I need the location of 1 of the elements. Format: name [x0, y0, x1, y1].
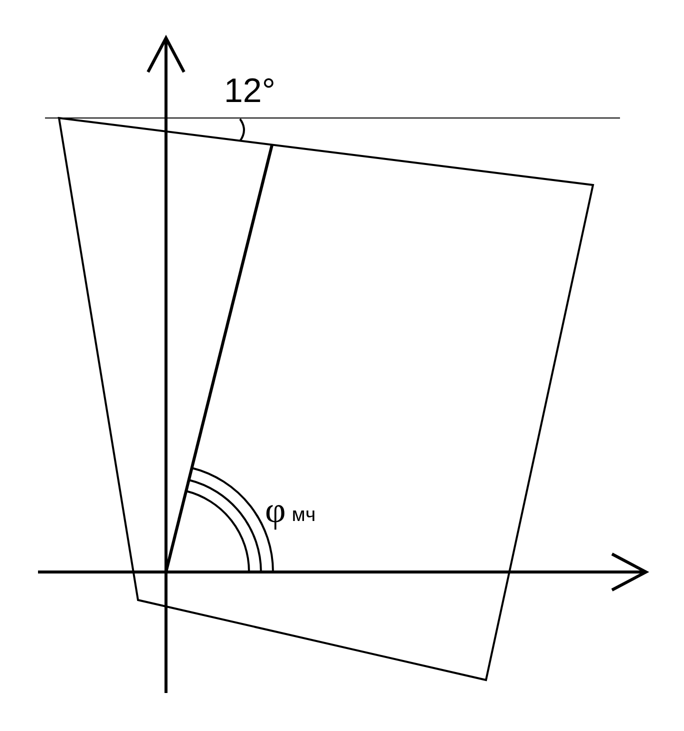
angle-label: 12° [224, 74, 276, 108]
